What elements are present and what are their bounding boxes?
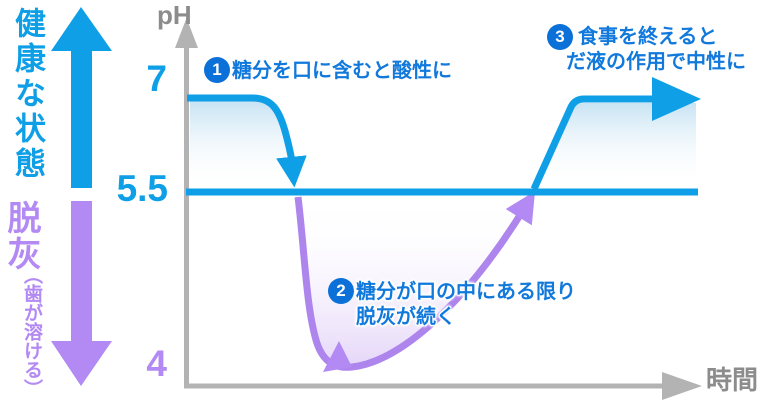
acid-phase-arrowhead-icon	[323, 341, 352, 372]
tick-ph-7: 7	[146, 58, 167, 99]
step-2-badge: 2	[328, 278, 354, 304]
step-2-text-line-2: 脱灰が続く	[356, 306, 456, 328]
acid-dip-fill	[299, 196, 524, 366]
step-3-badge: 3	[547, 24, 573, 50]
demineralization-label: 脱灰	[2, 200, 40, 272]
step-1-text: 糖分を口に含むと酸性に	[232, 60, 452, 82]
x-axis-label: 時間	[706, 365, 759, 395]
step-1-badge: 1	[204, 57, 230, 83]
healthy-state-label: 健康な状態	[10, 7, 45, 182]
x-axis-arrowhead-icon	[662, 372, 702, 400]
step-2-text-line-1: 糖分が口の中にある限り	[356, 281, 576, 303]
demineralization-down-arrow-icon	[51, 201, 112, 386]
neutral-zone-fill-right	[537, 103, 696, 187]
healthy-up-arrow-icon	[51, 7, 112, 188]
y-axis-arrowhead-icon	[175, 18, 198, 48]
tick-ph-5-5: 5.5	[116, 168, 168, 209]
tick-ph-4: 4	[146, 343, 167, 384]
recovery-arrowhead-icon	[652, 77, 701, 121]
ph-curve-drop-segment	[187, 94, 307, 188]
y-axis-label: pH	[157, 0, 192, 30]
step-3-text-line-1: 食事を終えると	[578, 26, 718, 48]
ph-curve-recovery-segment	[530, 95, 652, 191]
demineralization-note-label: （歯が溶ける）	[21, 265, 42, 398]
neutral-zone-fill-left	[190, 101, 291, 188]
step-3-text-line-2: だ液の作用で中性に	[566, 51, 746, 73]
